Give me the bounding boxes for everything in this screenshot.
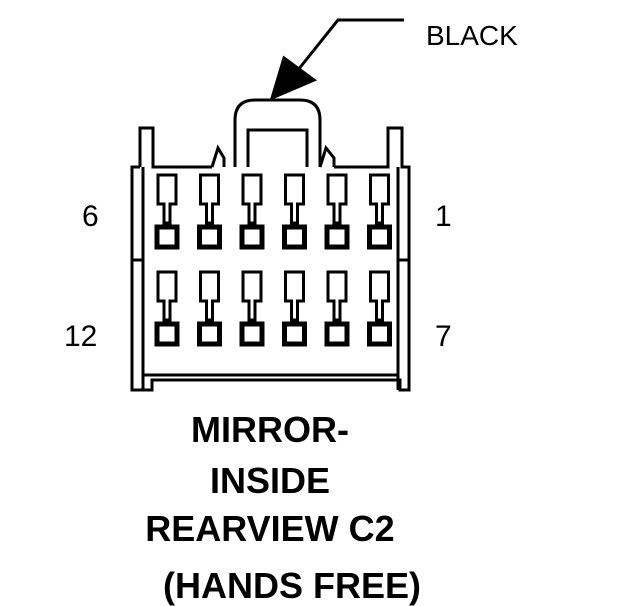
- left-locator-nub: [210, 144, 226, 168]
- terminal-cavity-1: [369, 173, 390, 225]
- connector-housing: [130, 126, 411, 392]
- connector-title-line-2: INSIDE: [209, 460, 331, 501]
- callout-leader-line: [296, 18, 404, 71]
- terminal-contact-5: [197, 224, 222, 250]
- connector-color-label: BLACK: [426, 20, 518, 51]
- terminal-contact-2: [324, 224, 350, 250]
- connector-title-line-4: (HANDS FREE): [163, 565, 421, 606]
- connector-latch: [233, 98, 322, 167]
- terminal-cavity-7: [369, 270, 390, 322]
- terminal-cavity-11: [199, 270, 220, 322]
- terminal-contact-9: [282, 321, 307, 347]
- terminal-cavity-2: [326, 173, 348, 225]
- terminal-contact-1: [367, 224, 392, 250]
- terminal-contact-11: [197, 321, 222, 347]
- terminal-contact-10: [239, 321, 265, 347]
- terminal-cavity-9: [284, 270, 305, 322]
- terminal-cavity-6: [156, 173, 178, 225]
- terminal-cavity-5: [199, 173, 220, 225]
- connector-latch-inner: [246, 128, 309, 167]
- pin-label-6: 6: [82, 200, 99, 233]
- terminal-contact-6: [154, 224, 180, 250]
- terminal-contact-7: [367, 321, 392, 347]
- pin-label-12: 12: [64, 320, 98, 353]
- callout-arrowhead: [269, 55, 318, 101]
- terminal-cavity-8: [326, 270, 348, 322]
- terminal-cavity-10: [241, 270, 263, 322]
- right-locator-nub: [318, 144, 336, 168]
- pin-label-1: 1: [435, 200, 452, 233]
- terminal-contact-8: [324, 321, 350, 347]
- terminal-contact-12: [154, 321, 180, 347]
- terminal-cavity-3: [284, 173, 305, 225]
- terminal-contact-3: [282, 224, 307, 250]
- terminal-cavity-12: [156, 270, 178, 322]
- terminal-cavity-4: [241, 173, 263, 225]
- connector-title-line-3: REARVIEW C2: [145, 508, 395, 549]
- pin-label-7: 7: [435, 320, 452, 353]
- terminal-contact-4: [239, 224, 265, 250]
- connector-title-line-1: MIRROR-: [191, 409, 349, 450]
